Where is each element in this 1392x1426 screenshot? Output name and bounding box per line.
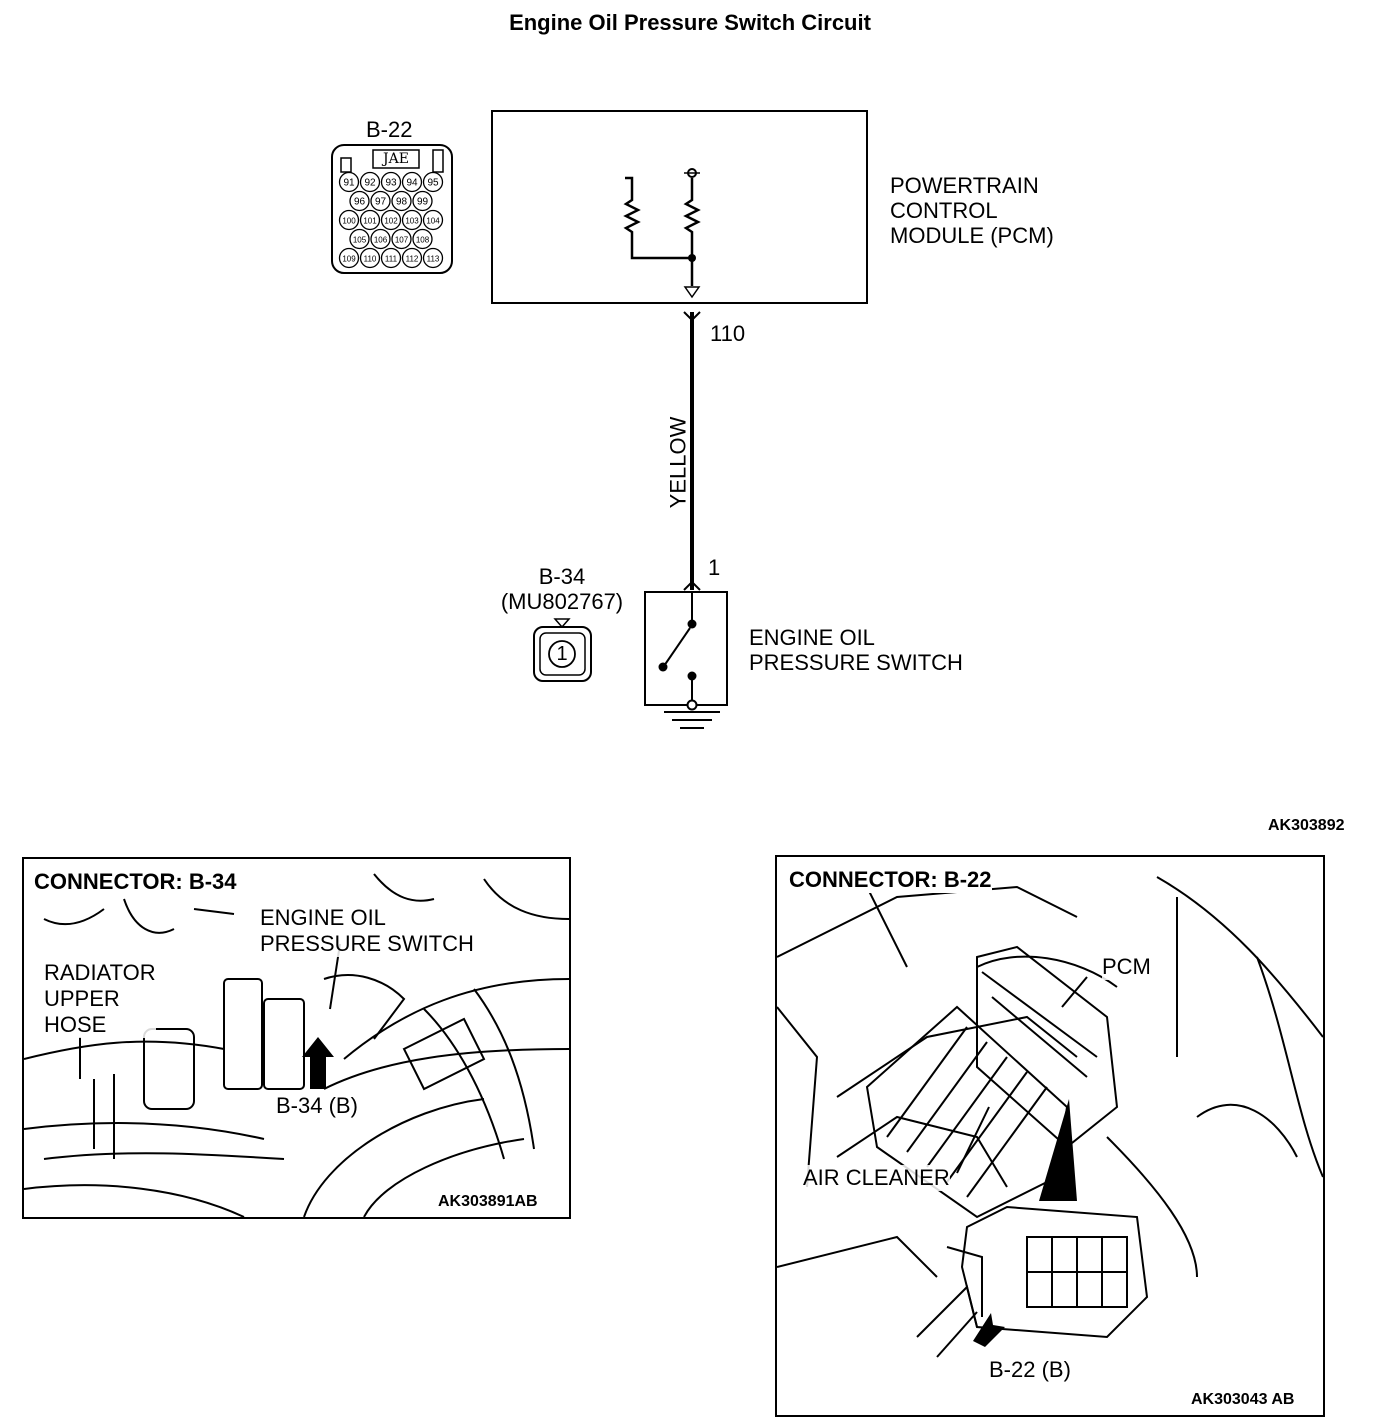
- panel-b22-air-cleaner-label: AIR CLEANER: [803, 1165, 950, 1191]
- panel-b34-title: CONNECTOR: B-34: [34, 869, 237, 895]
- engine-bay-sketch-right: [777, 876, 1323, 1358]
- connector-b22-pin: [338, 209, 360, 231]
- pointer-arrow: [973, 1313, 1005, 1347]
- pcm-pin-label: 110: [710, 321, 746, 346]
- connector-b22-pin: [401, 171, 423, 193]
- connector-b22-pin-number: 98: [396, 197, 408, 208]
- connector-b22-pin-number: 113: [427, 255, 440, 264]
- connector-b34-face: [533, 618, 592, 682]
- panel-b34-connector-label: B-34 (B): [276, 1093, 358, 1119]
- connector-b22-label: B-22: [366, 117, 413, 142]
- connector-b22-pin: [391, 228, 412, 250]
- connector-b22-pin-number: 92: [364, 178, 376, 189]
- connector-b22-pin: [349, 228, 370, 250]
- connector-b22-pin-number: 102: [384, 217, 398, 226]
- connector-b22-brand: JAE: [383, 151, 409, 167]
- connector-b22-pin-number: 96: [354, 197, 366, 208]
- panel-b22-connector-label: B-22 (B): [989, 1357, 1071, 1383]
- panel-b22-title: CONNECTOR: B-22: [789, 867, 992, 893]
- connector-b22-pin-number: 99: [417, 197, 429, 208]
- connector-b22-pin: [370, 228, 391, 250]
- connector-b22-pin: [380, 171, 402, 193]
- wire-color-label: YELLOW: [665, 416, 691, 509]
- callout-triangle: [1039, 1099, 1077, 1201]
- pcm-resistor-left: [623, 176, 692, 260]
- connector-b22-pin: [338, 171, 360, 193]
- connector-b22-pin-number: 107: [395, 236, 409, 245]
- connector-b22-pin: [422, 171, 444, 193]
- connector-b22-pin: [349, 190, 370, 212]
- connector-b34-label: B-34 (MU802767): [500, 564, 624, 614]
- connector-b22-pin: [422, 247, 444, 269]
- engine-bay-sketch-left: [24, 873, 569, 1217]
- panel-b34-hose-label: RADIATOR UPPER HOSE: [44, 960, 156, 1038]
- connector-b34-location-panel: CONNECTOR: B-34 ENGINE OIL PRESSURE SWIT…: [22, 857, 571, 1219]
- connector-b22-pin-number: 105: [353, 236, 367, 245]
- connector-b22-pin-number: 97: [375, 197, 387, 208]
- connector-b22-pin-number: 95: [427, 178, 439, 189]
- pcm-terminal-triangle: [683, 286, 701, 299]
- connector-b22-pin-number: 101: [363, 217, 377, 226]
- connector-b22-pin-number: 94: [406, 178, 418, 189]
- connector-b22-pin: [338, 247, 360, 269]
- connector-b22-pins: 91 92 93 94 95 96 97 98 99 100 101 102 103 104 105 106 1…: [338, 171, 444, 269]
- switch-box: [644, 591, 728, 706]
- panel-b22-pcm-label: PCM: [1102, 954, 1151, 980]
- connector-b22-pin: [380, 247, 402, 269]
- switch-blade: [663, 627, 691, 667]
- switch-label: ENGINE OIL PRESSURE SWITCH: [749, 625, 963, 675]
- switch-pin-label: 1: [708, 555, 721, 580]
- pointer-arrow: [302, 1037, 334, 1089]
- pcm-junction-dot: [688, 254, 696, 262]
- connector-b22-pin-number: 111: [385, 255, 398, 264]
- page-title: Engine Oil Pressure Switch Circuit: [509, 10, 871, 35]
- connector-b22-pin-number: 104: [426, 217, 440, 226]
- connector-b34-pin: 1: [556, 643, 568, 665]
- connector-b22-pin: [359, 247, 381, 269]
- connector-b22-location-panel: CONNECTOR: B-22 PCM AIR CLEANER B-22 (B)…: [775, 855, 1325, 1417]
- connector-b22-pin: [412, 228, 433, 250]
- connector-b22-pin: [391, 190, 412, 212]
- wire-connector-mark-bottom: [683, 580, 701, 591]
- connector-b22-pin-number: 91: [343, 178, 355, 189]
- pcm-unit-sketch: [976, 945, 1119, 1149]
- connector-b22-pin-number: 93: [385, 178, 397, 189]
- connector-b22-pin: [412, 190, 433, 212]
- connector-b22-pin: [422, 209, 444, 231]
- connector-b22-pin: [359, 171, 381, 193]
- panel-b34-switch-label: ENGINE OIL PRESSURE SWITCH: [260, 905, 474, 957]
- connector-b22-pin-number: 110: [364, 255, 377, 264]
- panel-b34-code: AK303891AB: [438, 1193, 538, 1210]
- connector-b22-pin: [359, 209, 381, 231]
- pcm-resistor-right: [683, 178, 701, 286]
- connector-b22-pin-number: 100: [342, 217, 356, 226]
- connector-b22-pin-number: 112: [406, 255, 419, 264]
- connector-b22-pin: [370, 190, 391, 212]
- connector-b22-pin-number: 109: [342, 255, 356, 264]
- connector-b22-pin-number: 108: [416, 236, 430, 245]
- pcm-label: POWERTRAIN CONTROL MODULE (PCM): [890, 173, 1054, 248]
- figure-code: AK303892: [1268, 817, 1345, 834]
- circuit-schematic: 91 92 93 94 95 96 97 98 99 100 101 102 103 104 105 106 1…: [331, 110, 868, 729]
- connector-b22-pin: [401, 247, 423, 269]
- pcm-box: [491, 110, 868, 304]
- connector-b22-pin: [380, 209, 402, 231]
- connector-b22-pin-number: 103: [405, 217, 419, 226]
- connector-b22-pin: [401, 209, 423, 231]
- panel-b22-code: AK303043 AB: [1191, 1391, 1295, 1408]
- ground-symbol: [664, 711, 720, 729]
- pcm-detail-sketch: [916, 1205, 1149, 1358]
- connector-b22-pin-number: 106: [374, 236, 388, 245]
